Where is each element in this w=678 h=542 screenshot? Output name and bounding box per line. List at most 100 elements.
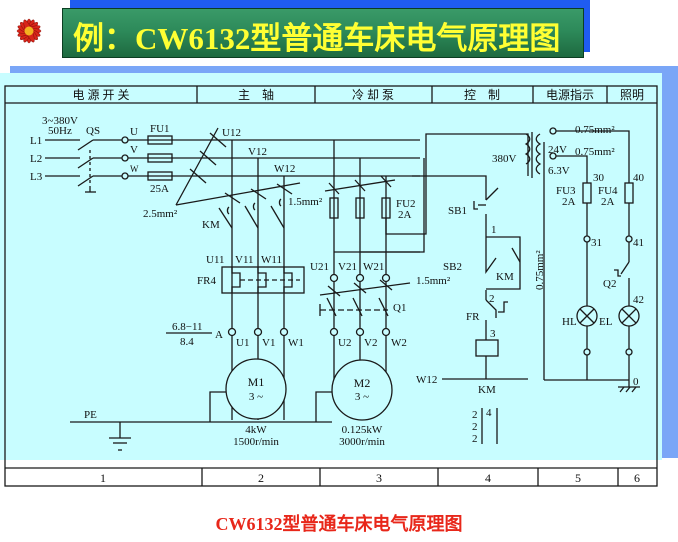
title-banner: 例：CW6132型普通车床电气原理图 [62,8,584,58]
page-title: 例：CW6132型普通车床电气原理图 [73,21,561,56]
motor-m1-power: 4kW [245,424,267,436]
fuse-fu3-label: FU3 [556,185,576,197]
contactor-km-label: KM [202,219,220,231]
motor-m2-label: M2 [354,376,371,390]
phase-u: U [130,126,138,138]
bus-w12: W12 [274,163,295,175]
zone-5: 5 [575,471,581,485]
switch-qs-label: QS [86,125,100,137]
fuse-fu2-rating: 2A [398,209,412,221]
header-control: 控 制 [464,88,500,102]
terminal-v1: V1 [262,337,275,349]
wire-1-5mm-coolant: 1.5mm² [416,275,451,287]
motor-m1-speed: 1500r/min [233,436,279,448]
zone-4: 4 [485,471,491,485]
line-l2: L2 [30,153,42,165]
node-42: 42 [633,294,644,306]
lamp-hl-label: HL [562,316,577,328]
fr4-setting-num: 6.8−11 [172,321,203,333]
node-w21: W21 [363,261,384,273]
motor-m2-power: 0.125kW [342,424,383,436]
transformer-primary: 380V [492,153,517,165]
switch-q1-label: Q1 [393,302,406,314]
fuse-fu1-l1 [147,135,173,145]
transformer-6-3v: 6.3V [548,165,570,177]
overload-fr4-label: FR4 [197,275,216,287]
fuse-fu3-rating: 2A [562,196,576,208]
wire-0-75mm-a: 0.75mm² [575,124,615,136]
zone-6: 6 [634,471,640,485]
node-u21: U21 [310,261,329,273]
motor-m1-label: M1 [248,375,265,389]
header-lighting: 照明 [620,88,644,102]
fuse-fu1-l2 [147,153,173,163]
pe-line [70,421,332,451]
contact-table-col1-0: 2 [472,409,478,421]
figure-caption: CW6132型普通车床电气原理图 [215,514,463,534]
line-l1: L1 [30,135,42,147]
node-31: 31 [591,237,602,249]
ground-node-0: 0 [633,376,639,388]
flower-bullet-icon [16,18,42,44]
spindle-section [166,140,305,422]
wire-1-5mm-spindle: 1.5mm² [288,196,323,208]
header-coolant: 冷 却 泵 [352,88,394,102]
fuse-fu1-label: FU1 [150,123,170,135]
motor-m2-phase: 3 ~ [355,391,369,403]
diagram-frame [4,85,658,487]
contact-table-col1-2: 2 [472,433,478,445]
diagram-panel [0,73,662,460]
fr4-setting-unit: A [215,329,223,341]
fuse-fu4-label: FU4 [598,185,618,197]
fuse-fu2-label: FU2 [396,198,416,210]
wire-0-75mm-b: 0.75mm² [575,146,615,158]
header-spindle: 主 轴 [238,87,274,102]
node-3: 3 [490,328,496,340]
node-30: 30 [593,172,605,184]
node-u11: U11 [206,254,225,266]
motor-m1-phase: 3 ~ [249,391,263,403]
switch-q2-label: Q2 [603,278,616,290]
lamp-el-label: EL [599,316,613,328]
node-2: 2 [489,293,495,305]
control-section [360,132,545,444]
supply-freq: 50Hz [48,125,72,137]
contact-table-col1-1: 2 [472,421,478,433]
holding-contact-km: KM [496,271,514,283]
zone-1: 1 [100,471,106,485]
zone-2: 2 [258,471,264,485]
slide-band-top [10,66,662,73]
power-supply-section [45,127,420,206]
motor-m2-speed: 3000r/min [339,436,385,448]
terminal-u2: U2 [338,337,351,349]
terminal-w2: W2 [391,337,407,349]
fuse-fu1-rating: 25A [150,183,169,195]
fuse-fu1-l3 [147,171,173,181]
terminal-u1: U1 [236,337,249,349]
terminal-v2: V2 [364,337,377,349]
line-l3: L3 [30,171,43,183]
fr4-setting-den: 8.4 [180,336,194,348]
bus-u12: U12 [222,127,241,139]
transformer-24v: 24V [548,144,567,156]
slide-band-right [662,66,678,458]
node-40: 40 [633,172,645,184]
header-columns [196,86,608,103]
indicator-lighting-section [544,127,640,393]
phase-w: W [130,164,139,174]
pe-label: PE [84,409,97,421]
terminal-w1: W1 [288,337,304,349]
relay-fr-label: FR [466,311,480,323]
header-power-switch: 电 源 开 关 [72,88,129,102]
fuse-fu4-rating: 2A [601,196,615,208]
header-power-indicator: 电源指示 [546,87,594,102]
node-w11: W11 [261,254,282,266]
node-v11: V11 [235,254,254,266]
zone-3: 3 [376,471,382,485]
return-w12: W12 [416,374,437,386]
node-41: 41 [633,237,644,249]
button-sb2-label: SB2 [443,261,462,273]
wire-2-5mm: 2.5mm² [143,208,178,220]
wire-0-75mm-control: 0.75mm² [534,250,546,290]
